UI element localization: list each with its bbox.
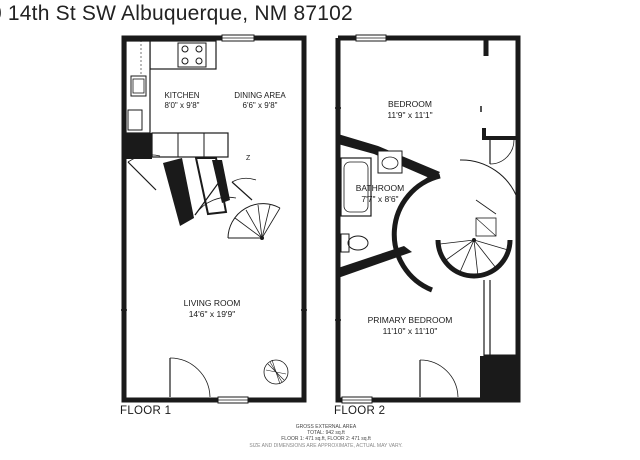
kitchen-dims: 8'0" x 9'8" xyxy=(165,101,200,110)
fridge-icon xyxy=(127,109,143,131)
dining-area-dims: 6'6" x 9'8" xyxy=(243,101,278,110)
gross-area-summary: GROSS EXTERNAL AREA TOTAL: 942 sq.ft FLO… xyxy=(236,424,416,449)
dining-area-label: DINING AREA xyxy=(234,91,286,100)
bathroom-label: BATHROOM xyxy=(356,183,404,193)
gross-area-total: TOTAL: 942 sq.ft xyxy=(307,430,345,437)
plant-icon xyxy=(263,359,289,385)
property-address: 0 14th St SW Albuquerque, NM 87102 xyxy=(0,2,353,25)
gross-area-title: GROSS EXTERNAL AREA xyxy=(295,424,357,430)
floor-1-outer-wall xyxy=(121,35,307,403)
bathroom-sink-icon xyxy=(377,150,403,174)
primary-bedroom-dims: 11'10" x 11'10" xyxy=(383,326,438,336)
svg-text:Z: Z xyxy=(246,155,251,162)
bedroom-label: BEDROOM xyxy=(388,99,432,109)
floor-2-label: FLOOR 2 xyxy=(334,405,386,417)
floor-1-spiral-stair-icon xyxy=(227,203,281,240)
living-room-label: LIVING ROOM xyxy=(184,298,241,308)
floor-2-spiral-stair-icon xyxy=(391,159,519,293)
bathtub-icon xyxy=(340,157,372,217)
floor-1-entry-door xyxy=(169,357,211,398)
floor-1-plan: Z xyxy=(121,34,307,404)
primary-bedroom-label: PRIMARY BEDROOM xyxy=(368,315,453,325)
gross-area-disclaimer: SIZE AND DIMENSIONS ARE APPROXIMATE, ACT… xyxy=(249,442,403,449)
toilet-icon xyxy=(340,233,369,253)
kitchen-sink-icon xyxy=(130,75,147,97)
floor-1-label: FLOOR 1 xyxy=(120,405,172,417)
gross-area-breakdown: FLOOR 1: 471 sq.ft, FLOOR 2: 471 sq.ft xyxy=(281,436,371,443)
kitchen-island xyxy=(151,132,229,158)
primary-bedroom-door xyxy=(419,359,459,398)
bathroom-dims: 7'7" x 8'6" xyxy=(361,194,398,204)
floor-2-column xyxy=(480,356,518,400)
kitchen-label: KITCHEN xyxy=(164,91,199,100)
floor-1-stair-wall-left xyxy=(163,158,194,226)
stove-icon xyxy=(177,42,207,68)
floor-2-plan: BEDROOM 11'9" x 11'1" BATHROOM 7'7" x 8'… xyxy=(335,34,521,404)
bedroom-dims: 11'9" x 11'1" xyxy=(387,110,432,120)
living-room-dims: 14'6" x 19'9" xyxy=(189,309,236,319)
floor-2-outer-wall xyxy=(335,35,521,403)
